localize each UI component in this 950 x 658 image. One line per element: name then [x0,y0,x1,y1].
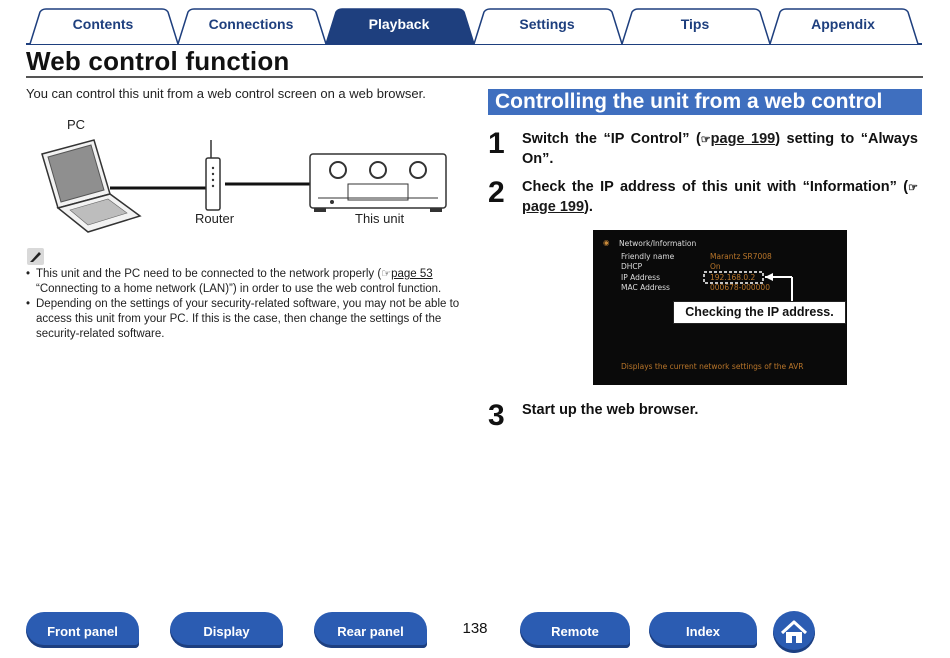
ip-callout: Checking the IP address. [673,301,846,324]
notes-list: This unit and the PC need to be connecte… [26,267,462,342]
step-text: Switch the “IP Control” (☞page 199) sett… [522,130,918,169]
page-link[interactable]: page 199 [522,199,585,215]
note-text: “Connecting to a home network (LAN)”) in… [36,283,442,295]
step-number: 1 [488,127,505,160]
home-button[interactable] [773,611,815,653]
step-number: 2 [488,176,505,209]
step-text: Check the IP address of this unit with “… [522,178,918,217]
page-link[interactable]: page 199 [710,131,776,147]
display-button[interactable]: Display [170,612,283,648]
top-tab-bar: Contents Connections Playback Settings T… [0,0,950,46]
rear-panel-button[interactable]: Rear panel [314,612,427,648]
unit-label: This unit [355,211,405,226]
receiver-icon [309,153,447,212]
pc-label: PC [67,117,86,132]
router-label: Router [195,211,235,226]
tab-shapes [26,8,922,45]
globe-icon: ◉ [603,238,610,247]
page-title: Web control function [26,46,290,76]
screen-header: Network/Information [619,239,697,248]
step-instruction: Check the IP address of this unit with “… [522,179,909,195]
page-link[interactable]: page 53 [391,268,433,280]
screen-row-value: 192.168.0.2 [710,273,756,282]
tab-tips[interactable]: Tips [680,16,710,32]
step-instruction: Switch the “IP Control” ( [522,131,701,147]
page-reference-icon: ☞ [381,268,392,280]
home-icon [780,620,808,643]
tab-playback[interactable]: Playback [368,16,430,32]
remote-button[interactable]: Remote [520,612,630,648]
note-text: Depending on the settings of your securi… [36,298,460,340]
step-text: Start up the web browser. [522,402,699,418]
intro-text: You can control this unit from a web con… [26,86,426,101]
page-number: 138 [462,620,488,637]
step-instruction: ) setting to “Always On”. [522,131,918,167]
step-number: 3 [488,399,505,432]
tab-settings[interactable]: Settings [519,16,575,32]
connection-diagram: PC Router This unit [30,112,460,237]
screen-row-value: 000678-000000 [710,283,770,292]
screen-row-label: DHCP [621,262,643,271]
note-item: This unit and the PC need to be connecte… [26,267,462,297]
note-text: This unit and the PC need to be connecte… [36,268,382,280]
connection-illustration [41,139,447,233]
tab-connections[interactable]: Connections [208,16,294,32]
page-reference-icon: ☞ [700,134,711,146]
screen-row-value: On [710,262,721,271]
index-button[interactable]: Index [649,612,757,648]
highlight-overlay [703,271,793,301]
screen-row-label: MAC Address [621,283,670,292]
note-item: Depending on the settings of your securi… [26,297,462,342]
pencil-note-icon [27,248,44,265]
step-instruction: ). [584,199,593,215]
screen-row-label: IP Address [621,273,660,282]
screen-footer: Displays the current network settings of… [621,362,804,371]
tab-contents[interactable]: Contents [72,16,134,32]
section-heading: Controlling the unit from a web control [488,89,922,115]
tab-appendix[interactable]: Appendix [811,16,875,32]
front-panel-button[interactable]: Front panel [26,612,139,648]
screen-row-value: Marantz SR7008 [710,252,772,261]
page-reference-icon: ☞ [908,182,918,194]
title-divider [26,76,923,78]
screen-row-label: Friendly name [621,252,675,261]
laptop-icon [41,139,142,233]
router-icon [205,140,221,211]
